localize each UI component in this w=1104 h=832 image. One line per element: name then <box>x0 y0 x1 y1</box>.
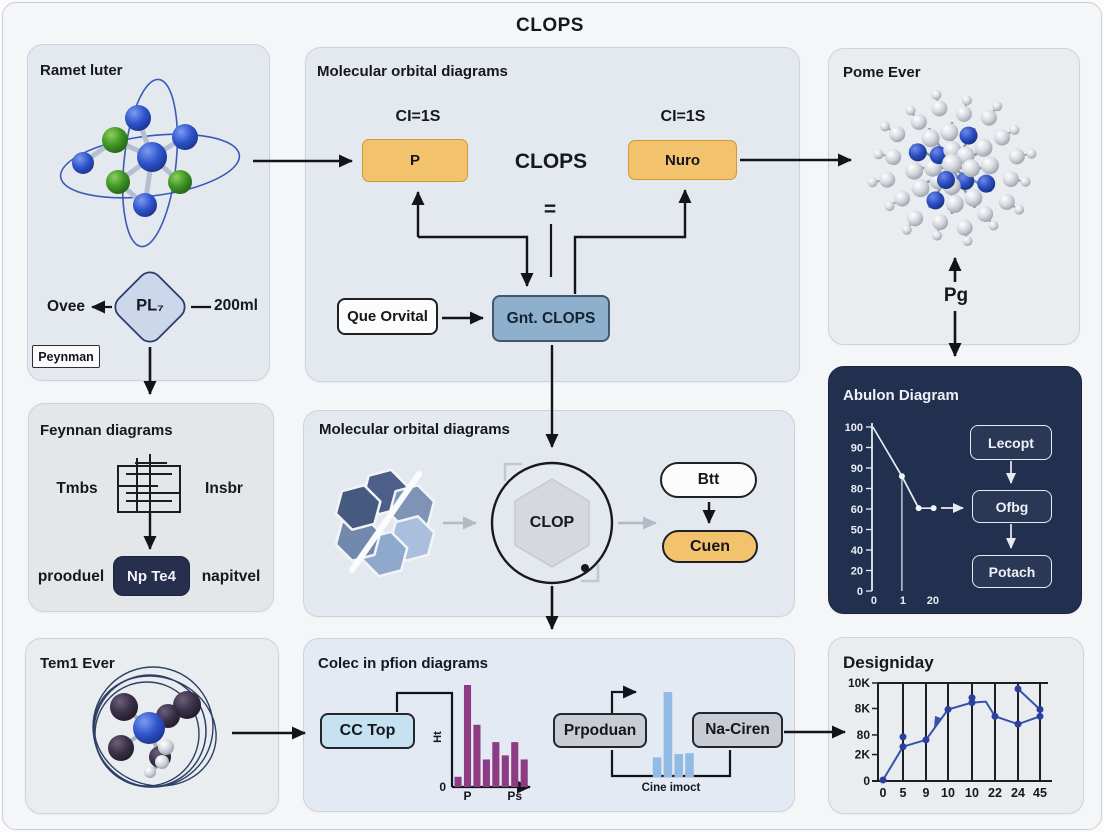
nuro-node-box: Nuro <box>628 140 737 180</box>
ramet-title: Ramet luter <box>40 62 123 79</box>
insbr-label: Insbr <box>205 480 243 497</box>
gnt-clops-box: Gnt. CLOPS <box>492 295 610 342</box>
diamond-label: PL₇ <box>136 296 164 315</box>
designiday-title: Designiday <box>843 653 934 672</box>
ci-right-label: CI=1S <box>660 108 706 125</box>
peynman-badge: Peynman <box>32 345 100 368</box>
mo-top-title: Molecular orbital diagrams <box>317 63 508 80</box>
panel-ramet <box>27 44 270 381</box>
lecopt-box: Lecopt <box>970 425 1052 460</box>
equals-symbol: = <box>543 198 557 221</box>
page-title: CLOPS <box>516 15 584 36</box>
tem-title: Tem1 Ever <box>40 655 115 672</box>
btt-oval: Btt <box>660 462 757 498</box>
cuen-pill: Cuen <box>662 530 758 563</box>
feynman-title: Feynnan diagrams <box>40 422 173 439</box>
colec-title: Colec in pfion diagrams <box>318 655 489 672</box>
clop-hex-label: CLOP <box>529 514 575 531</box>
cine-imoct-label: Cine imoct <box>641 782 701 794</box>
abulon-title: Abulon Diagram <box>843 387 959 404</box>
ofbg-box: Ofbg <box>972 490 1052 523</box>
np-te4-box: Np Te4 <box>113 556 190 596</box>
na-ciren-box: Na-Ciren <box>692 712 783 748</box>
potach-box: Potach <box>972 555 1052 588</box>
ci-left-label: CI=1S <box>395 108 441 125</box>
prooduel-label: prooduel <box>37 568 105 585</box>
cc-top-box: CC Top <box>320 713 415 749</box>
pome-title: Pome Ever <box>843 64 921 81</box>
volume-label: 200ml <box>214 297 258 314</box>
tmbs-label: Tmbs <box>56 480 98 497</box>
que-orvital-box: Que Orvital <box>337 298 438 335</box>
napitvel-label: napitvel <box>201 568 261 585</box>
p-node-box: P <box>362 139 468 182</box>
ovee-label: Ovee <box>47 298 85 315</box>
clops-center-label: CLOPS <box>514 150 588 173</box>
mo-mid-title: Molecular orbital diagrams <box>319 421 510 438</box>
prpoduan-box: Prpoduan <box>553 713 647 748</box>
pg-label: Pg <box>943 285 969 306</box>
